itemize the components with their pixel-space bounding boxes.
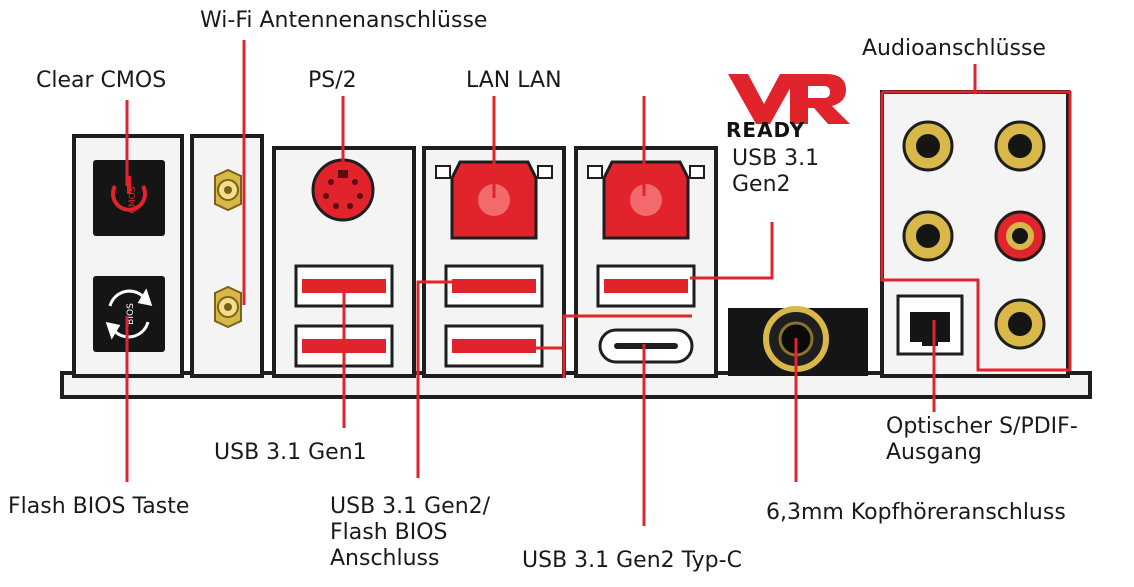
lan-port-icon xyxy=(602,160,690,240)
usb-gen2-top-label: USB 3.1 Gen2 xyxy=(732,146,820,197)
wifi-antenna-connector-icon xyxy=(214,168,242,212)
ps2-label: PS/2 xyxy=(308,68,357,93)
refresh-icon xyxy=(105,288,153,340)
wifi-antenna-connector-icon xyxy=(214,285,242,329)
usb-port-icon xyxy=(596,264,696,308)
clear-cmos-label: Clear CMOS xyxy=(36,68,167,93)
optical-spdif-port-icon xyxy=(896,294,964,356)
power-icon xyxy=(111,176,147,212)
audio-jack-icon xyxy=(902,120,954,172)
headphone-label: 6,3mm Kopfhöreranschluss xyxy=(766,500,1066,525)
vr-logo-text: VR xyxy=(0,0,2,1)
wifi-antenna-label: Wi-Fi Antennenanschlüsse xyxy=(200,8,488,33)
vr-ready-text: READY xyxy=(726,118,806,142)
audio-jack-icon xyxy=(994,298,1046,350)
audio-jack-icon xyxy=(902,210,954,262)
vr-logo: VR xyxy=(0,0,850,124)
lan-label: LAN LAN xyxy=(466,68,562,93)
audio-label: Audioanschlüsse xyxy=(862,36,1046,61)
usb-gen2-flash-label: USB 3.1 Gen2/ Flash BIOS Anschluss xyxy=(330,494,491,571)
usb-typec-label: USB 3.1 Gen2 Typ-C xyxy=(522,548,742,573)
usb-gen1-label: USB 3.1 Gen1 xyxy=(214,440,367,465)
audio-highlight-outline xyxy=(880,90,1072,372)
lan-port-icon xyxy=(450,160,538,240)
audio-jack-icon xyxy=(994,120,1046,172)
bios-button-text: BIOS xyxy=(126,303,136,325)
usb-port-icon xyxy=(444,324,544,368)
callout-lines xyxy=(125,40,977,526)
spdif-label: Optischer S/PDIF- Ausgang xyxy=(886,414,1078,465)
clear-cmos-button xyxy=(93,160,165,236)
usb-port-icon xyxy=(444,264,544,308)
cmos-button-text: CMOS xyxy=(128,186,138,213)
flash-bios-taste-label: Flash BIOS Taste xyxy=(8,494,190,519)
usb-type-c-port-icon xyxy=(598,328,694,364)
audio-jack-icon xyxy=(994,210,1046,262)
